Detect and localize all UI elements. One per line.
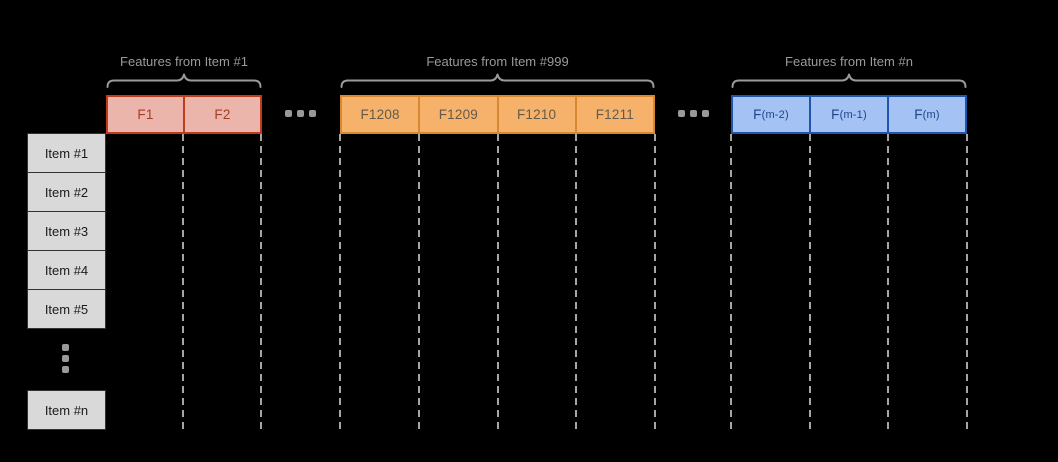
- group-caption-item-n: Features from Item #n: [785, 54, 913, 69]
- dashed-grid-line: [497, 134, 499, 429]
- dashed-grid-line: [887, 134, 889, 429]
- dashed-grid-line: [418, 134, 420, 429]
- ellipsis-vertical-icon: [62, 344, 69, 373]
- group-caption-item-999: Features from Item #999: [426, 54, 569, 69]
- feature-cell-fm: F(m): [887, 97, 965, 132]
- dashed-grid-line: [654, 134, 656, 429]
- item-row-5: Item #5: [28, 289, 105, 328]
- feature-cell-f1211: F1211: [574, 97, 653, 132]
- dashed-grid-line: [809, 134, 811, 429]
- feature-group-item-1: F1 F2: [106, 95, 262, 134]
- feature-cell-fm-2: F(m-2): [753, 107, 789, 122]
- feature-cell-f1208: F1208: [360, 107, 400, 122]
- dashed-grid-line: [575, 134, 577, 429]
- feature-cell-f1210: F1210: [496, 97, 575, 132]
- feature-group-item-n: F(m-2) F(m-1) F(m): [731, 95, 967, 134]
- item-row-3: Item #3: [28, 211, 105, 250]
- dashed-grid-line: [966, 134, 968, 429]
- dashed-grid-line: [182, 134, 184, 429]
- ellipsis-horizontal-icon-2: [678, 110, 709, 117]
- group-caption-item-1: Features from Item #1: [120, 54, 248, 69]
- brace-icon-item-999: [340, 73, 655, 88]
- ellipsis-horizontal-icon-1: [285, 110, 316, 117]
- item-row-2: Item #2: [28, 172, 105, 211]
- item-row-1: Item #1: [44, 145, 89, 161]
- brace-icon-item-n: [731, 73, 967, 88]
- item-row-n: Item #n: [27, 390, 106, 430]
- item-row-column: Item #1 Item #2 Item #3 Item #4 Item #5: [27, 133, 106, 329]
- feature-cell-f2: F2: [183, 97, 260, 132]
- brace-icon-item-1: [106, 73, 262, 88]
- dashed-grid-line: [339, 134, 341, 429]
- feature-cell-f1: F1: [137, 107, 154, 122]
- feature-group-item-999: F1208 F1209 F1210 F1211: [340, 95, 655, 134]
- feature-cell-f1209: F1209: [418, 97, 496, 132]
- dashed-grid-line: [260, 134, 262, 429]
- dashed-grid-line: [730, 134, 732, 429]
- feature-cell-fm-1: F(m-1): [809, 97, 887, 132]
- item-row-4: Item #4: [28, 250, 105, 289]
